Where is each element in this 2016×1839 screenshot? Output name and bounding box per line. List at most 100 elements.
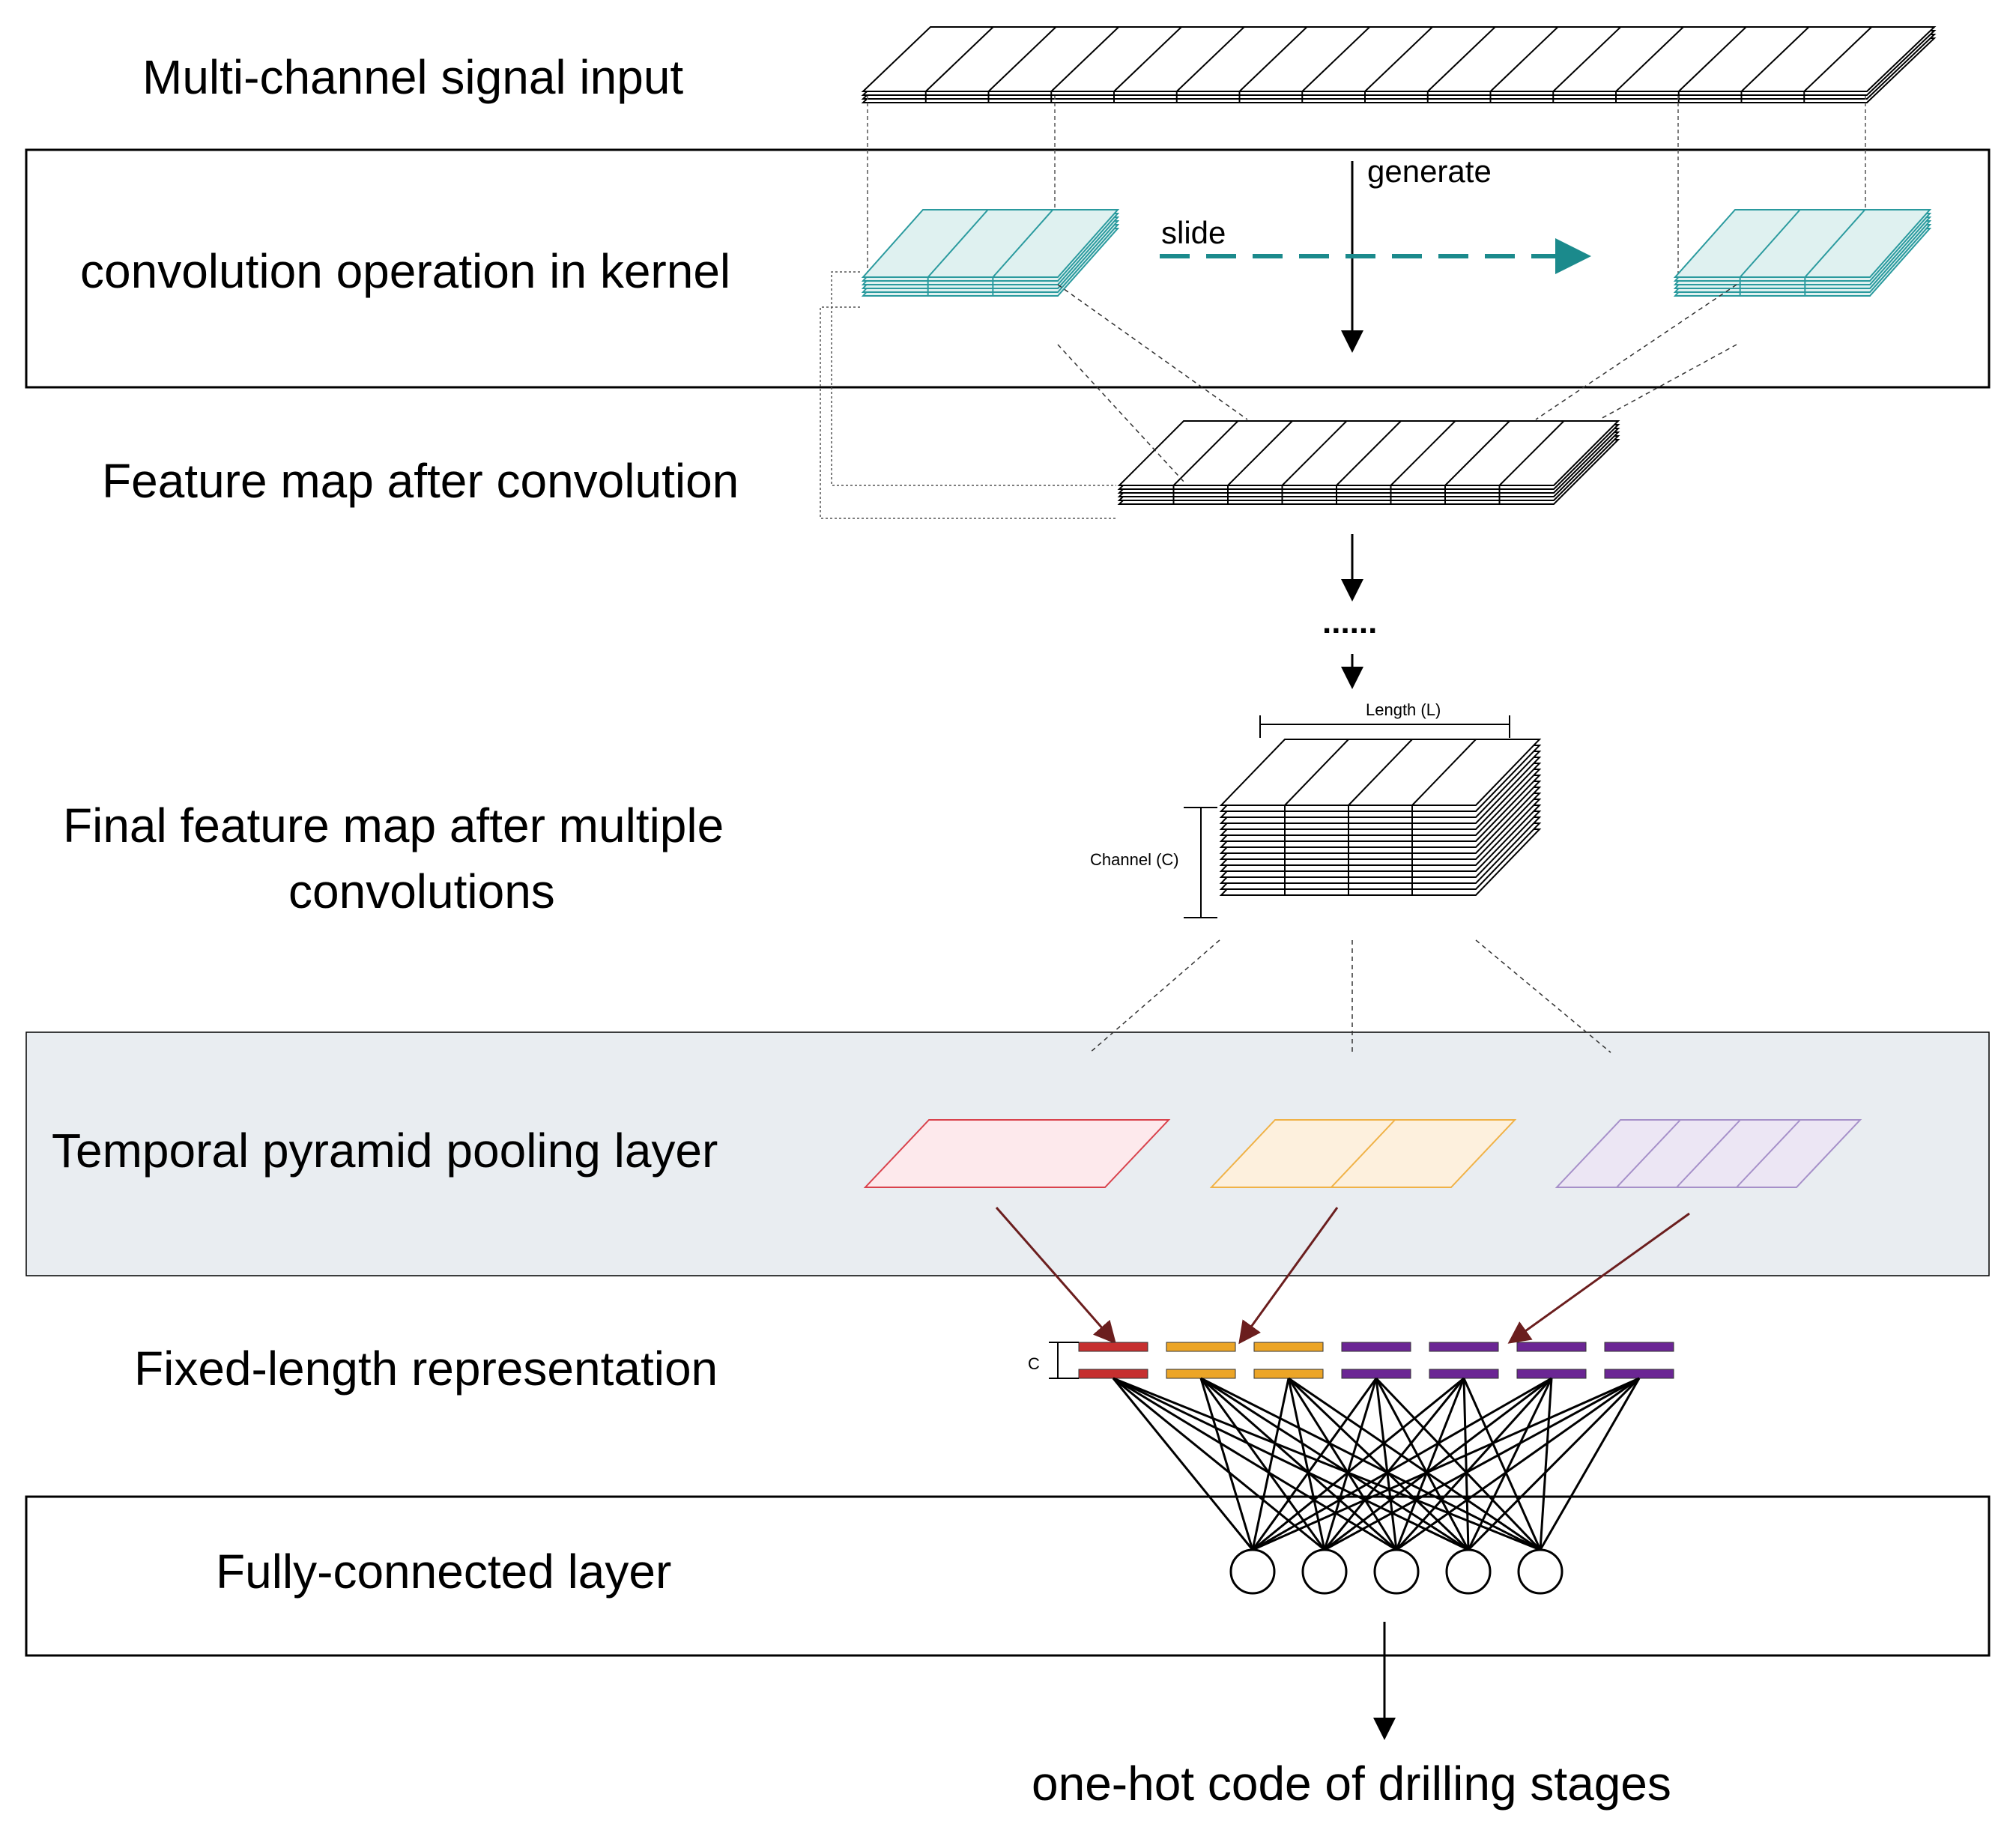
fc-connection: [1462, 1378, 1470, 1551]
fc-connection: [1251, 1378, 1378, 1551]
input-signal-block-cell-divider: [1678, 26, 1747, 92]
ellipsis: ......: [1322, 604, 1377, 640]
kernel-block-left: [861, 209, 1120, 297]
fixed-length-bar-bottom: [1604, 1369, 1674, 1379]
fixed-length-bar-bottom: [1429, 1369, 1499, 1379]
kernel-block-right-cell-divider: [1739, 209, 1801, 278]
fc-connection: [1396, 1377, 1640, 1551]
fixed-length-bar-top: [1078, 1342, 1148, 1352]
feature-map-block-cell-divider: [1227, 420, 1293, 486]
fc-connection: [1200, 1377, 1469, 1551]
fc-connection: [1462, 1378, 1542, 1551]
pooling-arrow: [1238, 1207, 1339, 1345]
fc-connection: [1375, 1378, 1470, 1551]
generate-annotation: generate: [1367, 154, 1492, 189]
input-signal-block-cell-divider: [1615, 26, 1684, 92]
fc-connection: [1375, 1377, 1542, 1551]
fc-connection: [1395, 1377, 1553, 1551]
kernel-block-left-cell-divider: [992, 209, 1054, 278]
kernel-bracket-top: [831, 271, 1116, 486]
fc-connection: [1252, 1377, 1640, 1551]
fixed-length-bar-bottom: [1078, 1369, 1148, 1379]
feature-map-label: Feature map after convolution: [102, 454, 739, 508]
kernel-featuremap-connector: [1535, 284, 1737, 420]
pool-bin2-divider: [1331, 1119, 1396, 1188]
fc-connection: [1113, 1377, 1469, 1551]
feature-map-block-cell-divider: [1390, 420, 1456, 486]
fixed-length-bar-top: [1166, 1342, 1236, 1352]
fixed-length-bar-top: [1253, 1342, 1324, 1352]
fixed-length-bar-top: [1341, 1342, 1411, 1352]
input-label: Multi-channel signal input: [142, 50, 683, 104]
fixed-length-bar-bottom: [1516, 1369, 1587, 1379]
output-neuron: [1229, 1548, 1276, 1595]
fixed-length-bar-top: [1604, 1342, 1674, 1352]
pool-bin4-divider: [1616, 1119, 1681, 1188]
fc-connection: [1395, 1378, 1465, 1551]
fixed-length-bar-bottom: [1341, 1369, 1411, 1379]
fc-connection: [1539, 1378, 1553, 1551]
fc-connection: [1113, 1377, 1397, 1551]
fc-section-frame: [25, 1495, 1991, 1657]
fixed-length-bar-bottom: [1166, 1369, 1236, 1379]
fc-connection: [1199, 1378, 1254, 1551]
pool-bin4-divider: [1676, 1119, 1741, 1188]
kernel-featuremap-connector: [1057, 284, 1248, 420]
feature-map-block-cell-divider: [1281, 420, 1348, 486]
feature-map-block-cell-divider: [1172, 420, 1239, 486]
input-signal-block-cell-divider: [1364, 26, 1433, 92]
output-neuron: [1445, 1548, 1492, 1595]
fc-connection: [1323, 1378, 1465, 1551]
slide-annotation: slide: [1161, 215, 1226, 250]
fixed-length-bar-top: [1429, 1342, 1499, 1352]
fc-label: Fully-connected layer: [216, 1545, 671, 1599]
input-signal-block-cell-divider: [1176, 26, 1245, 92]
input-signal-block-cell-divider: [1803, 26, 1872, 92]
fc-connection: [1252, 1377, 1552, 1551]
channel-dimension-label: Channel (C): [1090, 850, 1179, 869]
input-signal-block-cell-divider: [987, 26, 1057, 92]
input-signal-block-cell-divider: [1113, 26, 1182, 92]
fc-connection: [1324, 1377, 1552, 1551]
c-dimension-label: C: [1028, 1354, 1040, 1373]
kernel-block-right-cell-divider: [1804, 209, 1866, 278]
feature-map-block-cell-divider: [1336, 420, 1402, 486]
fc-connection: [1252, 1377, 1465, 1551]
output-neuron: [1517, 1548, 1564, 1595]
final-feature-map-block-cell-divider: [1411, 739, 1477, 806]
pool-bin1: [863, 1119, 1171, 1188]
final-feature-map-block-cell-divider: [1348, 739, 1413, 806]
fc-connection: [1375, 1378, 1398, 1551]
fixed-length-label: Fixed-length representation: [134, 1342, 718, 1396]
kernel-featuremap-connector: [1057, 344, 1186, 484]
output-label: one-hot code of drilling stages: [1032, 1757, 1671, 1811]
input-signal-block-cell-divider: [925, 26, 994, 92]
kernel-section-frame: [25, 148, 1991, 389]
kernel-label: convolution operation in kernel: [80, 244, 730, 298]
input-signal-block: [861, 26, 1937, 103]
fc-connection: [1200, 1377, 1541, 1551]
kernel-block-right: [1673, 209, 1932, 297]
fc-connection: [1323, 1378, 1378, 1551]
input-signal-block-cell-divider: [1427, 26, 1496, 92]
fc-connection: [1113, 1377, 1541, 1551]
feature-map-block: [1117, 420, 1620, 505]
kernel-block-left-cell-divider: [927, 209, 989, 278]
generated-shapes: [820, 26, 1937, 1595]
fc-connection: [1324, 1377, 1640, 1551]
kernel-bracket-bottom: [820, 306, 1116, 519]
final-map-tpp-connector: [1089, 939, 1220, 1053]
fc-connection: [1467, 1378, 1553, 1551]
pooling-arrow: [1507, 1212, 1690, 1344]
fc-connection: [1467, 1377, 1641, 1551]
pooling-arrow: [995, 1207, 1116, 1345]
final-feature-map-block-cell-divider: [1284, 739, 1349, 806]
length-dimension-label: Length (L): [1366, 700, 1441, 719]
feature-map-block-cell-divider: [1498, 420, 1565, 486]
feature-map-block-cell-divider: [1444, 420, 1510, 486]
input-signal-block-cell-divider: [1238, 26, 1308, 92]
pool-bin4-divider: [1736, 1119, 1801, 1188]
fc-connection: [1539, 1378, 1641, 1551]
output-neuron: [1301, 1548, 1348, 1595]
output-neuron: [1373, 1548, 1420, 1595]
